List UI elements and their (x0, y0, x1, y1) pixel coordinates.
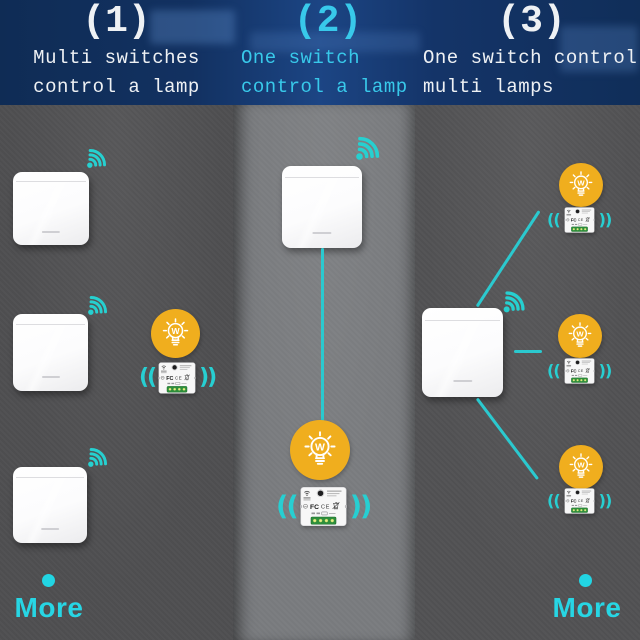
radio-wave-left-icon: (( (547, 361, 561, 380)
more-dot (42, 574, 55, 587)
panel-2-title-line1: One switch (241, 47, 361, 69)
receiver-module (158, 362, 196, 394)
receiver-unit: (( )) (547, 488, 613, 514)
wall-switch (282, 166, 362, 248)
receiver-unit: (( )) (276, 486, 373, 527)
more-dot (579, 574, 592, 587)
receiver-unit: (( )) (547, 207, 613, 233)
lamp-icon (559, 445, 603, 489)
panel-3-number: (3) (497, 0, 566, 43)
wire-line-vertical (321, 248, 324, 422)
receiver-unit: (( )) (139, 362, 217, 394)
radio-wave-right-icon: )) (598, 210, 613, 229)
radio-wave-left-icon: (( (276, 491, 299, 522)
wifi-signal-icon (498, 287, 529, 318)
receiver-unit: (( )) (547, 358, 613, 384)
wall-switch (13, 314, 88, 391)
header-banner: (1) Multi switches control a lamp (2) On… (0, 0, 640, 105)
panel-2-number: (2) (293, 0, 363, 43)
receiver-module (562, 207, 597, 233)
receiver-module (300, 486, 347, 527)
header-panel-3: (3) One switch control multi lamps (415, 0, 640, 105)
wifi-signal-icon (83, 444, 111, 472)
wifi-signal-icon (83, 292, 111, 320)
header-texture (150, 10, 235, 44)
header-texture (560, 26, 638, 72)
lamp-icon (290, 420, 350, 480)
panel-3-title-line1: One switch control (423, 47, 638, 69)
radio-wave-left-icon: (( (547, 491, 561, 510)
wifi-signal-icon (350, 132, 384, 166)
lamp-icon (151, 309, 200, 358)
header-panel-2: (2) One switch control a lamp (233, 0, 415, 105)
more-label-right: More (552, 592, 622, 623)
lamp-icon (558, 314, 602, 358)
receiver-module (562, 358, 597, 384)
radio-wave-left-icon: (( (139, 365, 157, 390)
panel-2-title-line2: control a lamp (241, 76, 408, 98)
more-label-left: More (14, 592, 84, 623)
lamp-icon (559, 163, 603, 207)
panel-1-number: (1) (82, 0, 151, 43)
wall-switch (13, 467, 87, 543)
wire-line-horizontal (514, 350, 542, 353)
wall-switch (422, 308, 503, 397)
panel-1-title-line1: Multi switches (33, 47, 200, 69)
receiver-module (562, 488, 597, 514)
wifi-signal-icon (82, 145, 110, 173)
radio-wave-right-icon: )) (598, 361, 613, 380)
radio-wave-right-icon: )) (598, 491, 613, 510)
radio-wave-right-icon: )) (199, 365, 217, 390)
panel-1-title-line2: control a lamp (33, 76, 200, 98)
header-panel-1: (1) Multi switches control a lamp (0, 0, 233, 105)
header-texture (250, 32, 420, 52)
wall-switch (13, 172, 89, 245)
radio-wave-right-icon: )) (349, 491, 373, 522)
radio-wave-left-icon: (( (547, 210, 561, 229)
panel-3-title-line2: multi lamps (423, 76, 554, 98)
